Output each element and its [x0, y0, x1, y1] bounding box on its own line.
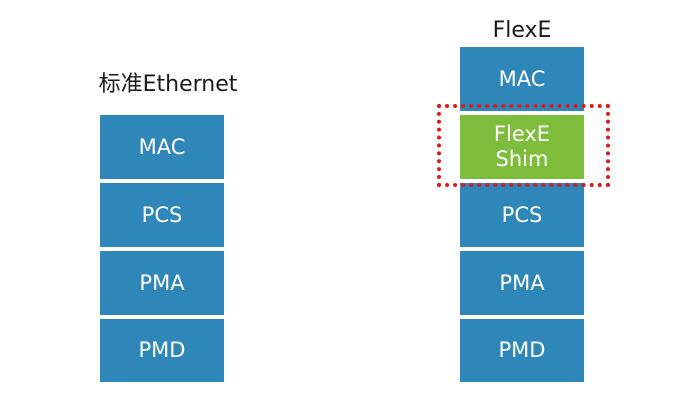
- flexe-layer-pcs: PCS: [460, 183, 584, 247]
- flexe-layer-shim: FlexE Shim: [460, 115, 584, 179]
- standard-layer-pma-label: PMA: [139, 270, 185, 295]
- flexe-layer-pmd: PMD: [460, 319, 584, 382]
- standard-layer-mac-label: MAC: [138, 134, 186, 159]
- standard-layer-pcs: PCS: [100, 183, 224, 247]
- standard-layer-pmd: PMD: [100, 319, 224, 382]
- flexe-layer-pma-label: PMA: [499, 270, 545, 295]
- flexe-layer-pmd-label: PMD: [498, 338, 546, 362]
- shim-highlight-frame: [437, 104, 610, 187]
- standard-layer-pmd-label: PMD: [138, 338, 186, 362]
- flexe-layer-shim-label: FlexE Shim: [493, 122, 551, 171]
- flexe-layer-pma: PMA: [460, 251, 584, 315]
- standard-layer-mac: MAC: [100, 115, 224, 179]
- standard-layer-pcs-label: PCS: [141, 202, 183, 227]
- standard-stack-title: 标准Ethernet: [98, 72, 238, 97]
- flexe-stack-title: FlexE: [492, 18, 552, 43]
- flexe-layer-mac: MAC: [460, 47, 584, 111]
- flexe-layer-mac-label: MAC: [498, 66, 546, 91]
- standard-layer-pma: PMA: [100, 251, 224, 315]
- flexe-layer-pcs-label: PCS: [501, 202, 543, 227]
